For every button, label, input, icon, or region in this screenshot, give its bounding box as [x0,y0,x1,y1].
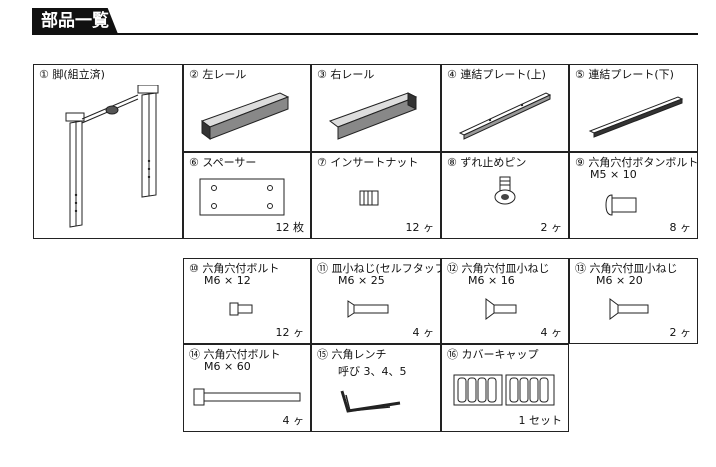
bolt-m6x60-illustration [193,388,301,406]
part-label: ⑥ スペーサー [189,156,257,169]
part-cell-flat-screw-m6x20: ⑬ 六角穴付皿小ねじ M6 × 20 2 ヶ [569,258,698,344]
part-label: ① 脚(組立済) [39,68,105,81]
part-cell-right-rail: ③ 右レール [311,64,441,152]
flat-screw-m6x20-illustration [609,298,649,320]
part-quantity: 4 ヶ [282,414,305,427]
part-label: ⑩ 六角穴付ボルト [189,262,280,275]
part-size: M6 × 12 [204,274,251,287]
cover-cap-illustration [453,374,555,406]
part-label: ⑫ 六角穴付皿小ねじ [447,262,550,275]
part-size: M6 × 20 [596,274,643,287]
part-label: ④ 連結プレート(上) [447,68,546,81]
part-cell-bolt-m6x60: ⑭ 六角穴付ボルト M6 × 60 4 ヶ [183,344,311,432]
part-label: ⑦ インサートナット [317,156,419,169]
part-size: M6 × 25 [338,274,385,287]
part-cell-bolt-m6x12: ⑩ 六角穴付ボルト M6 × 12 12 ヶ [183,258,311,344]
part-label: ⑬ 六角穴付皿小ねじ [575,262,678,275]
part-size: M6 × 16 [468,274,515,287]
part-label: ⑧ ずれ止めピン [447,156,527,169]
legs-illustration [65,85,159,228]
part-cell-spacer: ⑥ スペーサー 12 枚 [183,152,311,239]
part-cell-cover-cap: ⑯ カバーキャップ 1 セット [441,344,569,432]
part-label: ⑨ 六角穴付ボタンボルト [575,156,699,169]
part-quantity: 1 セット [518,414,563,427]
part-label: ⑯ カバーキャップ [447,348,539,361]
part-cell-plate-lower: ⑤ 連結プレート(下) [569,64,698,152]
page-title: 部品一覧 [32,8,118,34]
part-quantity: 2 ヶ [540,221,563,234]
part-cell-insert-nut: ⑦ インサートナット 12 ヶ [311,152,441,239]
part-quantity: 4 ヶ [540,326,563,339]
part-size: 呼び 3、4、5 [338,365,407,378]
hex-wrench-illustration [340,390,401,413]
part-quantity: 12 枚 [275,221,305,234]
part-cell-hex-wrench: ⑮ 六角レンチ 呼び 3、4、5 [311,344,441,432]
part-cell-button-bolt: ⑨ 六角穴付ボタンボルト M5 × 10 8 ヶ [569,152,698,239]
part-cell-self-tap-screw: ⑪ 皿小ねじ(セルフタップ) M6 × 25 4 ヶ [311,258,450,344]
part-quantity: 8 ヶ [669,221,692,234]
flat-screw-m6x16-illustration [485,298,517,320]
part-quantity: 2 ヶ [669,326,692,339]
left-rail-illustration [200,92,290,140]
part-cell-pin: ⑧ ずれ止めピン 2 ヶ [441,152,569,239]
plate-lower-illustration [588,96,684,138]
part-label: ⑤ 連結プレート(下) [575,68,674,81]
part-size: M5 × 10 [590,168,637,181]
part-label: ⑮ 六角レンチ [317,348,387,361]
part-label: ⑪ 皿小ねじ(セルフタップ) [317,262,451,275]
part-quantity: 4 ヶ [412,326,435,339]
part-cell-left-rail: ② 左レール [183,64,311,152]
title-rule [32,33,698,35]
plate-upper-illustration [458,92,552,140]
part-quantity: 12 ヶ [405,221,435,234]
spacer-illustration [199,178,285,216]
part-label: ③ 右レール [317,68,375,81]
insert-nut-illustration [359,190,379,206]
button-bolt-illustration [605,194,637,216]
part-quantity: 12 ヶ [275,326,305,339]
part-label: ⑭ 六角穴付ボルト [189,348,281,361]
part-cell-flat-screw-m6x16: ⑫ 六角穴付皿小ねじ M6 × 16 4 ヶ [441,258,569,344]
pin-illustration [494,176,516,205]
self-tap-screw-illustration [347,300,389,318]
right-rail-illustration [328,92,418,140]
part-cell-plate-upper: ④ 連結プレート(上) [441,64,569,152]
bolt-m6x12-illustration [229,302,253,316]
part-size: M6 × 60 [204,360,251,373]
part-label: ② 左レール [189,68,247,81]
part-cell-legs: ① 脚(組立済) [33,64,183,239]
